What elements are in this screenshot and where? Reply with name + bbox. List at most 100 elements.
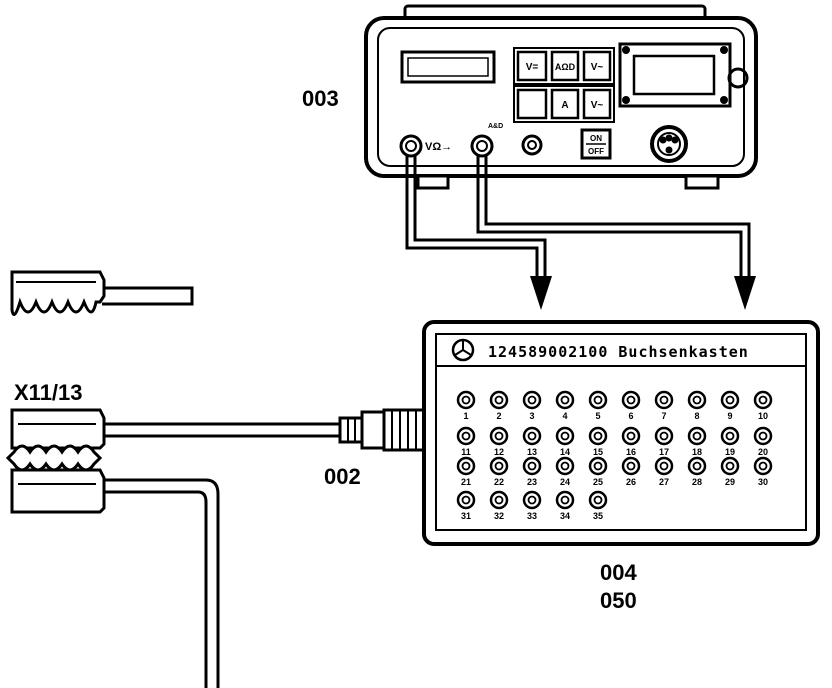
socket-20 (753, 426, 773, 446)
socket-label-30: 30 (758, 477, 768, 487)
socket-label-3: 3 (529, 411, 534, 421)
socket-hole-17 (659, 431, 669, 441)
socket-hole-15 (593, 431, 603, 441)
socket-hole-8 (692, 395, 702, 405)
socket-hole-24 (560, 461, 570, 471)
socket-hole-16 (626, 431, 636, 441)
socket-28 (687, 456, 707, 476)
socket-26 (621, 456, 641, 476)
label-x11-13: X11/13 (14, 380, 83, 405)
socket-30 (753, 456, 773, 476)
meter-socket-label-2: A&D (488, 123, 503, 130)
meter-off-label: OFF (588, 147, 604, 156)
socket-label-22: 22 (494, 477, 504, 487)
breakout-box (422, 320, 820, 546)
socket-label-16: 16 (626, 447, 636, 457)
socket-8 (687, 390, 707, 410)
socket-hole-28 (692, 461, 702, 471)
socket-hole-2 (494, 395, 504, 405)
socket-label-28: 28 (692, 477, 702, 487)
socket-hole-13 (527, 431, 537, 441)
socket-hole-3 (527, 395, 537, 405)
socket-label-27: 27 (659, 477, 669, 487)
socket-23 (522, 456, 542, 476)
meter-on-label: ON (590, 134, 602, 143)
socket-label-24: 24 (560, 477, 570, 487)
socket-19 (720, 426, 740, 446)
socket-label-17: 17 (659, 447, 669, 457)
meter-button-5: A (561, 100, 568, 111)
socket-11 (456, 426, 476, 446)
socket-12 (489, 426, 509, 446)
label-002: 002 (324, 464, 361, 489)
socket-4 (555, 390, 575, 410)
loose-connector (10, 270, 194, 316)
socket-3 (522, 390, 542, 410)
socket-hole-29 (725, 461, 735, 471)
socket-9 (720, 390, 740, 410)
socket-label-21: 21 (461, 477, 471, 487)
socket-label-6: 6 (628, 411, 633, 421)
socket-1 (456, 390, 476, 410)
socket-label-12: 12 (494, 447, 504, 457)
socket-31 (456, 490, 476, 510)
socket-21 (456, 456, 476, 476)
socket-label-18: 18 (692, 447, 702, 457)
meter-button-2: AΩD (555, 62, 576, 72)
socket-label-5: 5 (595, 411, 600, 421)
socket-label-15: 15 (593, 447, 603, 457)
socket-32 (489, 490, 509, 510)
socket-14 (555, 426, 575, 446)
socket-hole-7 (659, 395, 669, 405)
socket-hole-6 (626, 395, 636, 405)
socket-29 (720, 456, 740, 476)
socket-label-9: 9 (727, 411, 732, 421)
socket-label-7: 7 (661, 411, 666, 421)
socket-label-8: 8 (694, 411, 699, 421)
socket-25 (588, 456, 608, 476)
socket-hole-14 (560, 431, 570, 441)
socket-label-26: 26 (626, 477, 636, 487)
socket-label-11: 11 (461, 447, 471, 457)
socket-label-19: 19 (725, 447, 735, 457)
socket-17 (654, 426, 674, 446)
socket-hole-11 (461, 431, 471, 441)
socket-16 (621, 426, 641, 446)
socket-hole-10 (758, 395, 768, 405)
socket-7 (654, 390, 674, 410)
socket-hole-33 (527, 495, 537, 505)
socket-hole-4 (560, 395, 570, 405)
socket-label-32: 32 (494, 511, 504, 521)
multimeter (364, 4, 758, 190)
socket-5 (588, 390, 608, 410)
meter-button-1: V= (526, 62, 539, 73)
diagnostic-socket (5, 408, 342, 688)
socket-hole-35 (593, 495, 603, 505)
socket-hole-25 (593, 461, 603, 471)
socket-hole-27 (659, 461, 669, 471)
socket-label-10: 10 (758, 411, 768, 421)
socket-15 (588, 426, 608, 446)
label-004: 004 (600, 560, 637, 585)
breakout-box-title: 124589002100 Buchsenkasten (488, 343, 749, 361)
socket-hole-9 (725, 395, 735, 405)
test-leads (405, 156, 751, 280)
meter-socket-label-1: VΩ→ (425, 141, 452, 153)
socket-hole-31 (461, 495, 471, 505)
socket-hole-30 (758, 461, 768, 471)
meter-button-3: V~ (591, 62, 604, 73)
socket-label-23: 23 (527, 477, 537, 487)
socket-hole-26 (626, 461, 636, 471)
socket-hole-18 (692, 431, 702, 441)
socket-hole-32 (494, 495, 504, 505)
socket-13 (522, 426, 542, 446)
socket-27 (654, 456, 674, 476)
socket-label-4: 4 (562, 411, 567, 421)
label-003: 003 (302, 86, 339, 111)
meter-button-6: V~ (591, 100, 604, 111)
socket-35 (588, 490, 608, 510)
socket-22 (489, 456, 509, 476)
